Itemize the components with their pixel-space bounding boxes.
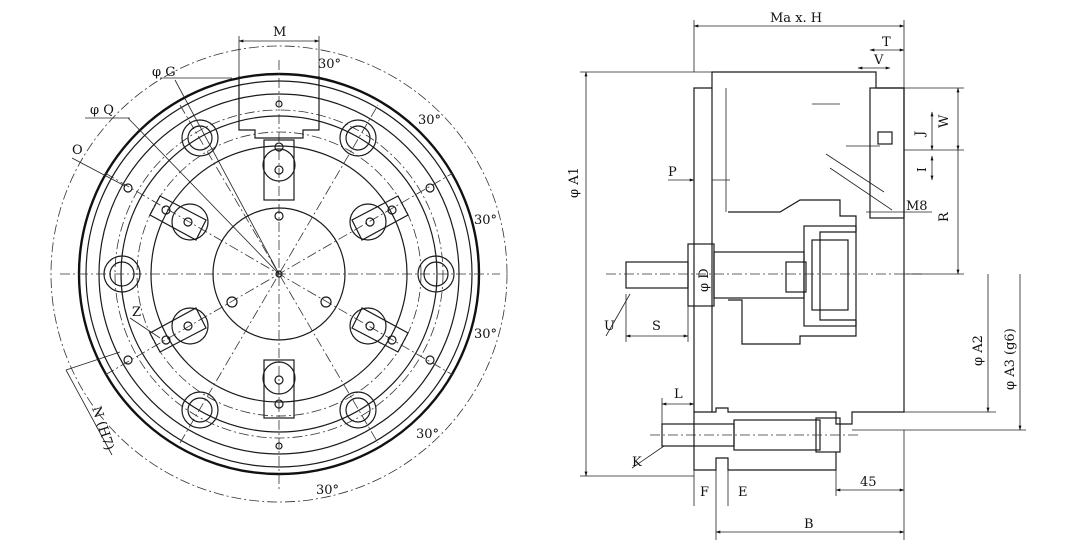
bottom-jaw-hole	[274, 375, 284, 385]
phiq-leader	[127, 117, 280, 275]
label-k: K	[632, 455, 642, 470]
piston-inner	[811, 239, 849, 311]
hole-lower-left-inner	[187, 397, 213, 423]
label-e: E	[738, 485, 748, 500]
hole-upper-left	[181, 119, 219, 157]
label-z: Z	[132, 305, 141, 320]
angle-label-4: 30°	[474, 327, 497, 342]
inner-pin-right	[320, 296, 332, 308]
angle-label-1: 30°	[318, 57, 341, 72]
hole-lower-left	[181, 391, 219, 429]
rod-nut	[785, 261, 807, 293]
label-w: W	[937, 114, 952, 128]
phig-leader	[174, 79, 280, 275]
top-jaw-slot	[238, 76, 320, 139]
top-pin	[275, 100, 283, 108]
hole-lower-right-inner	[345, 397, 371, 423]
center-point	[275, 270, 283, 278]
hole-upper-right-inner	[345, 125, 371, 151]
z-leader	[129, 317, 161, 339]
label-r: R	[937, 211, 952, 222]
angle-reference-arc	[50, 45, 508, 503]
left-large-hole	[103, 255, 141, 293]
hole-upper-left-inner	[187, 125, 213, 151]
jaw-lower-right	[349, 307, 409, 353]
label-phi-q: φ Q	[90, 103, 114, 118]
top-jaw-hole	[274, 142, 284, 152]
chuck-body-outline	[693, 71, 905, 425]
flange-lower	[693, 412, 837, 471]
top-jaw-hole-2	[274, 165, 284, 175]
label-phi-g: φ G	[152, 65, 176, 80]
label-f: F	[700, 485, 709, 500]
pin-o-upper-left	[123, 183, 133, 193]
label-b: B	[804, 517, 814, 532]
inner-pin-top	[274, 211, 284, 221]
angle-label-3: 30°	[474, 213, 497, 228]
label-p: P	[668, 165, 677, 180]
label-j: J	[913, 131, 928, 138]
front-view: M φ G φ Q O Z N (H7) 30° 30° 30° 30° 30°…	[50, 25, 508, 503]
label-l: L	[674, 387, 683, 402]
side-top-jaw	[869, 87, 905, 219]
o-leader	[71, 157, 126, 187]
pin-lower-right	[425, 355, 435, 365]
label-v: V	[873, 53, 884, 68]
k-leader	[631, 445, 665, 469]
bottom-pin	[275, 442, 283, 450]
n-dimension-line	[65, 369, 113, 456]
angle-label-5: 30°	[416, 427, 439, 442]
bottom-jaw-boss	[262, 361, 296, 395]
rod-body	[713, 251, 805, 299]
label-max-h: Ma x. H	[770, 11, 822, 26]
pin-lower-left	[123, 355, 133, 365]
left-large-hole-inner	[109, 261, 135, 287]
angle-label-2: 30°	[418, 113, 441, 128]
diag-centerline-4	[179, 104, 379, 444]
label-n-h7: N (H7)	[88, 405, 116, 453]
jaw-upper-right	[349, 195, 409, 241]
label-o: O	[72, 143, 83, 158]
label-phi-a2: φ A2	[971, 335, 986, 366]
hole-upper-right	[339, 119, 377, 157]
pull-rod	[625, 261, 689, 289]
n-leader	[65, 351, 121, 371]
label-s: S	[652, 319, 661, 334]
jaw-lower-left	[149, 307, 209, 353]
label-phi-a3: φ A3 (g6)	[1003, 328, 1018, 390]
label-u: U	[604, 319, 615, 334]
label-45: 45	[860, 475, 877, 490]
jaw-upper-left	[149, 195, 209, 241]
label-t: T	[882, 35, 891, 50]
piston-profile	[728, 199, 857, 345]
top-jaw-boss	[262, 148, 296, 182]
bottom-jaw	[263, 359, 295, 419]
section-leader-1	[825, 153, 885, 193]
hole-lower-right	[339, 391, 377, 429]
label-i: I	[915, 167, 929, 172]
right-large-hole-inner	[423, 261, 449, 287]
label-m: M	[273, 25, 286, 40]
label-phi-d: φ D	[697, 268, 712, 292]
bottom-jaw-hole-2	[274, 399, 284, 409]
right-large-hole	[417, 255, 455, 293]
side-view: Ma x. H T V W J I M8 R φ A1 P φ D	[567, 11, 1026, 540]
label-m8: M8	[906, 199, 928, 214]
diag-centerline-3	[179, 104, 379, 444]
side-jaw-screw	[877, 131, 893, 145]
section-leader-2	[829, 167, 893, 211]
inner-pin-left	[226, 296, 238, 308]
pin-upper-right	[425, 183, 435, 193]
label-phi-a1: φ A1	[567, 167, 582, 198]
angle-label-6: 30°	[316, 483, 339, 498]
